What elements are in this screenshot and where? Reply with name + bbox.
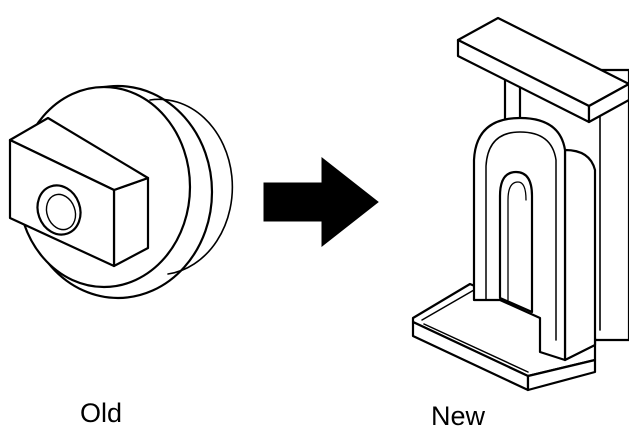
new-label: New	[431, 401, 486, 431]
new-part-icon	[411, 16, 629, 392]
new-part-frame-slot	[498, 170, 534, 314]
old-label: Old	[80, 398, 123, 428]
new-part-frame-bevel	[485, 131, 557, 341]
old-part-icon	[8, 84, 234, 300]
old-part-hole-inner	[45, 193, 77, 231]
new-part-foot-side	[526, 358, 597, 392]
new-part-cap-side	[587, 82, 629, 124]
right-arrow-icon	[263, 156, 379, 248]
new-part-foot-rim	[421, 289, 529, 373]
new-part-frame-slot-inner	[507, 181, 527, 301]
old-part-disc-ring	[149, 98, 234, 275]
new-part-frame-side	[563, 148, 597, 362]
